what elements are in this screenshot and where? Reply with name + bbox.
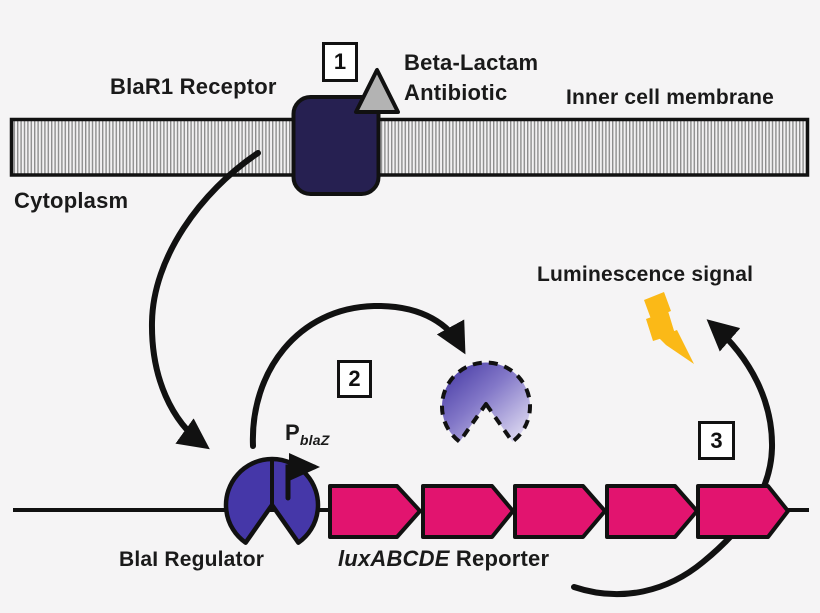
cytoplasm-label: Cytoplasm [14,188,129,213]
signal-arrow-step1 [148,150,261,450]
antibiotic-label: Beta-Lactam Antibiotic [404,48,538,108]
beta-lactam-triangle-icon [354,68,400,114]
membrane-band [9,117,810,177]
step-2-badge: 2 [337,360,372,398]
step-1-badge: 1 [322,42,358,82]
promoter-arrow-icon [285,453,320,501]
signal-arrow-step2 [249,302,466,449]
inner-membrane-label: Inner cell membrane [566,86,775,109]
gene-arrow-luxE [696,484,790,539]
reporter-label: luxABCDE Reporter [338,546,549,572]
promoter-subscript: blaZ [299,432,330,448]
promoter-symbol: P [285,420,300,445]
lightning-bolt-icon [644,292,694,364]
antibiotic-label-line1: Beta-Lactam [404,50,539,75]
step-3-badge: 3 [698,421,735,460]
gene-arrow-luxD [605,484,699,539]
gene-arrow-luxB [421,484,515,539]
regulator-label: BlaI Regulator [119,548,265,571]
reporter-gene-name: luxABCDE [338,546,450,571]
degraded-regulator-shape [440,360,532,444]
gene-arrow-luxA [328,484,422,539]
gene-arrow-luxC [513,484,607,539]
receptor-label: BlaR1 Receptor [110,74,277,99]
receptor-shape [291,95,381,196]
reporter-suffix: Reporter [449,546,550,571]
luminescence-label: Luminescence signal [537,263,754,286]
antibiotic-label-line2: Antibiotic [404,80,508,105]
signal-arrow-step3 [571,319,776,598]
promoter-label: PblaZ [285,420,329,448]
